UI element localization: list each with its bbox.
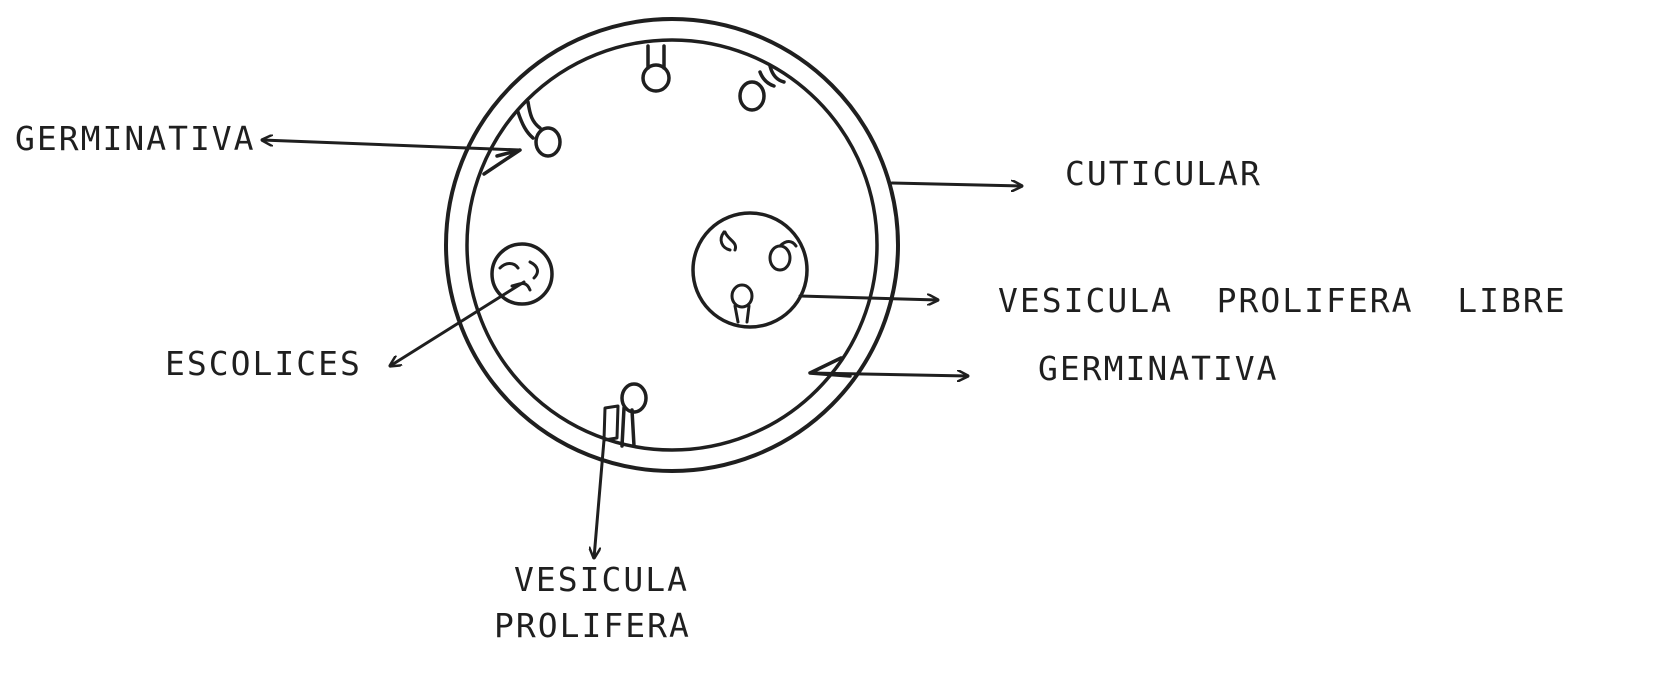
arrow-escolices <box>390 282 524 366</box>
label-vesicula: VESICULA <box>514 560 689 599</box>
scolex-left <box>518 102 560 156</box>
arrow-germinativa-top <box>262 140 520 150</box>
free-brood-capsule <box>693 213 807 327</box>
scolex-bottom <box>604 384 646 446</box>
label-germinativa-right: GERMINATIVA <box>1038 349 1279 388</box>
label-prolifera: PROLIFERA <box>494 606 691 645</box>
label-escolices: ESCOLICES <box>165 344 362 383</box>
label-vesicula-prolifera-libre: VESICULA PROLIFERA LIBRE <box>998 281 1567 320</box>
arrow-cuticular <box>892 183 1022 186</box>
label-cuticular: CUTICULAR <box>1065 154 1262 193</box>
scolex-top <box>643 46 669 91</box>
arrow-vesicula-prolifera-libre <box>800 296 938 300</box>
label-germinativa-top: GERMINATIVA <box>15 119 256 158</box>
scolex-top-right <box>740 66 784 110</box>
